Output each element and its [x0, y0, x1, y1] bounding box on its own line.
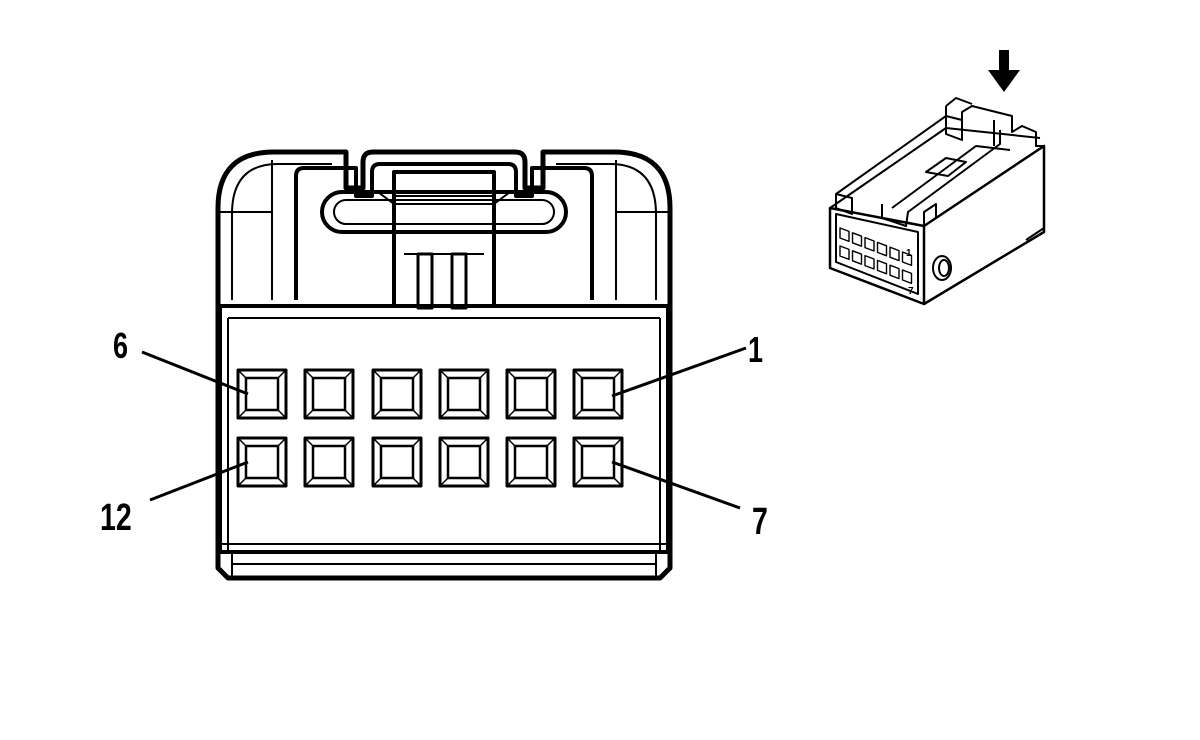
- thumbnail-cavity-pin-3: [876, 241, 888, 257]
- thumbnail-cavity-grid: [839, 227, 913, 285]
- thumbnail-pin-label-7: 7: [908, 286, 914, 297]
- leader-line-pin-1: [611, 346, 747, 398]
- insertion-arrow-icon: [988, 50, 1020, 92]
- pin-label-1: 1: [748, 329, 763, 370]
- thumbnail-cavity-pin-8: [889, 264, 900, 280]
- pin-label-12: 12: [100, 497, 132, 539]
- cavity-pin-3: [438, 368, 490, 420]
- cavity-pin-9: [438, 436, 490, 488]
- thumbnail-cavity-pin-11: [851, 250, 863, 265]
- leader-line-pin-12: [149, 460, 249, 502]
- connector-isometric-view: [828, 50, 1046, 306]
- pin-label-6: 6: [113, 325, 128, 366]
- leader-line-pin-6: [141, 350, 249, 396]
- thumbnail-cavity-pin-1: [901, 251, 913, 267]
- thumbnail-cavity-pin-5: [851, 232, 863, 247]
- leader-line-pin-7: [611, 460, 741, 510]
- thumbnail-cavity-pin-6: [839, 227, 850, 243]
- cavity-pin-11: [303, 436, 355, 488]
- thumbnail-cavity-pin-4: [864, 236, 875, 252]
- latch-tongue: [392, 170, 496, 306]
- cavity-pin-8: [505, 436, 557, 488]
- cavity-pin-4: [371, 368, 423, 420]
- thumbnail-pin-label-1: 1: [906, 248, 912, 259]
- thumbnail-cavity-pin-2: [889, 246, 900, 262]
- pin-label-7: 7: [752, 501, 768, 543]
- cavity-pin-2: [505, 368, 557, 420]
- housing-outline: [215, 149, 673, 581]
- cavity-pin-10: [371, 436, 423, 488]
- thumbnail-cavity-pin-12: [839, 245, 850, 261]
- cavity-grid: [236, 368, 624, 488]
- front-face: [218, 304, 670, 554]
- thumbnail-cavity-pin-10: [864, 254, 875, 270]
- cavity-pin-5: [303, 368, 355, 420]
- thumbnail-cavity-pin-7: [901, 269, 913, 285]
- latch-window: [294, 162, 594, 300]
- connector-face-view: [141, 149, 747, 581]
- thumbnail-cavity-pin-9: [876, 259, 888, 275]
- latch-bar: [320, 190, 568, 234]
